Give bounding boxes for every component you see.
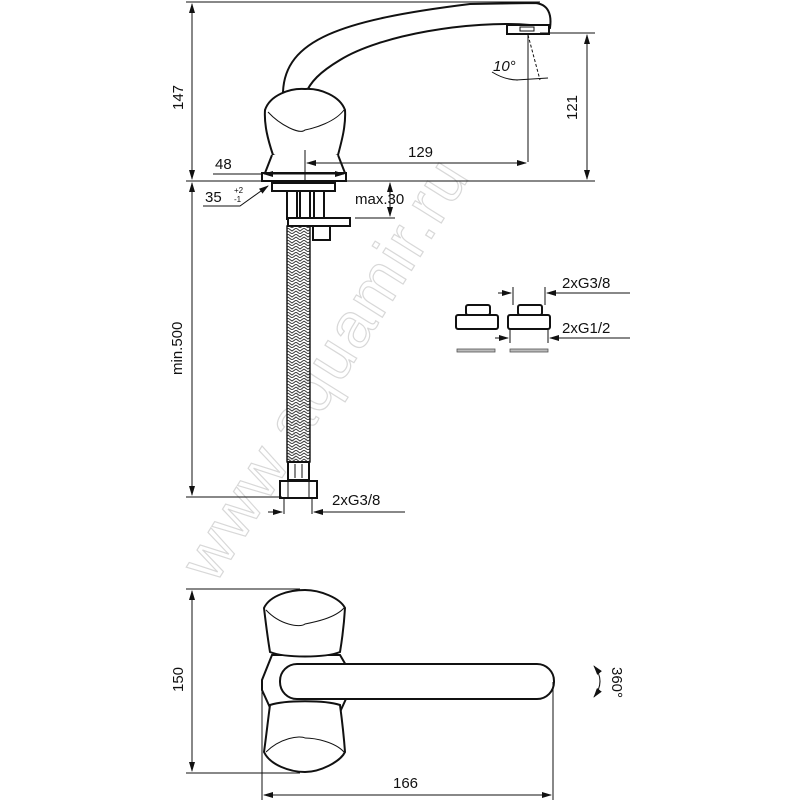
adapter-right	[507, 314, 551, 330]
gasket-right	[509, 348, 549, 353]
knob-edge	[265, 736, 345, 753]
handle-knob-top	[262, 588, 347, 658]
tolerance-lower: -1	[234, 195, 242, 204]
tolerance-upper: +2	[234, 186, 244, 195]
adapter-left	[455, 314, 499, 330]
angle-line	[527, 34, 541, 81]
hose-nut	[279, 480, 318, 499]
dim-min500-label: min.500	[169, 322, 186, 375]
spout	[281, 1, 552, 97]
adapters: 2xG3/8 2xG1/2	[455, 275, 630, 353]
mounting-flange	[271, 182, 336, 192]
angle-reference	[515, 77, 549, 81]
top-view: 150 166 360°	[170, 588, 625, 800]
stud	[313, 190, 325, 219]
hose-thread-label: 2xG3/8	[332, 492, 380, 509]
aerator	[506, 24, 550, 35]
handle-knob	[263, 87, 347, 160]
aerator-outlet	[519, 26, 535, 32]
hose-ferrule	[287, 461, 310, 481]
dim-max30-label: max.30	[355, 191, 404, 208]
angle-arc	[491, 71, 519, 81]
dim-150-label: 150	[170, 667, 187, 692]
mounting-nut	[312, 225, 331, 241]
braided-hose	[286, 225, 311, 463]
adapter-bottom-thread-label: 2xG1/2	[562, 320, 610, 337]
adapter-top-thread-label: 2xG3/8	[562, 275, 610, 292]
angle-label: 10°	[493, 58, 516, 75]
rotation-label: 360°	[608, 667, 625, 698]
adapter-right-top	[517, 304, 543, 316]
dim-48-label: 48	[215, 156, 232, 173]
side-view: 147 121 10° 129 48 35 +2 -1	[169, 1, 595, 515]
pipe-left	[286, 190, 298, 220]
dim-121-label: 121	[564, 95, 581, 120]
knob-edge	[265, 607, 345, 627]
dim-35-label: 35	[205, 189, 222, 206]
rotation-arrow-icon	[593, 665, 602, 698]
spout-top	[279, 663, 555, 700]
pipe-right	[299, 190, 311, 220]
adapter-left-top	[465, 304, 491, 316]
mounting-bracket	[287, 217, 351, 227]
dim-129-label: 129	[408, 144, 433, 161]
handle-knob-bottom	[262, 700, 347, 774]
knob-edge	[267, 109, 345, 132]
dim-35-leader	[203, 185, 269, 207]
gasket-left	[456, 348, 496, 353]
dim-166-label: 166	[393, 775, 418, 792]
dim-147-label: 147	[170, 85, 187, 110]
